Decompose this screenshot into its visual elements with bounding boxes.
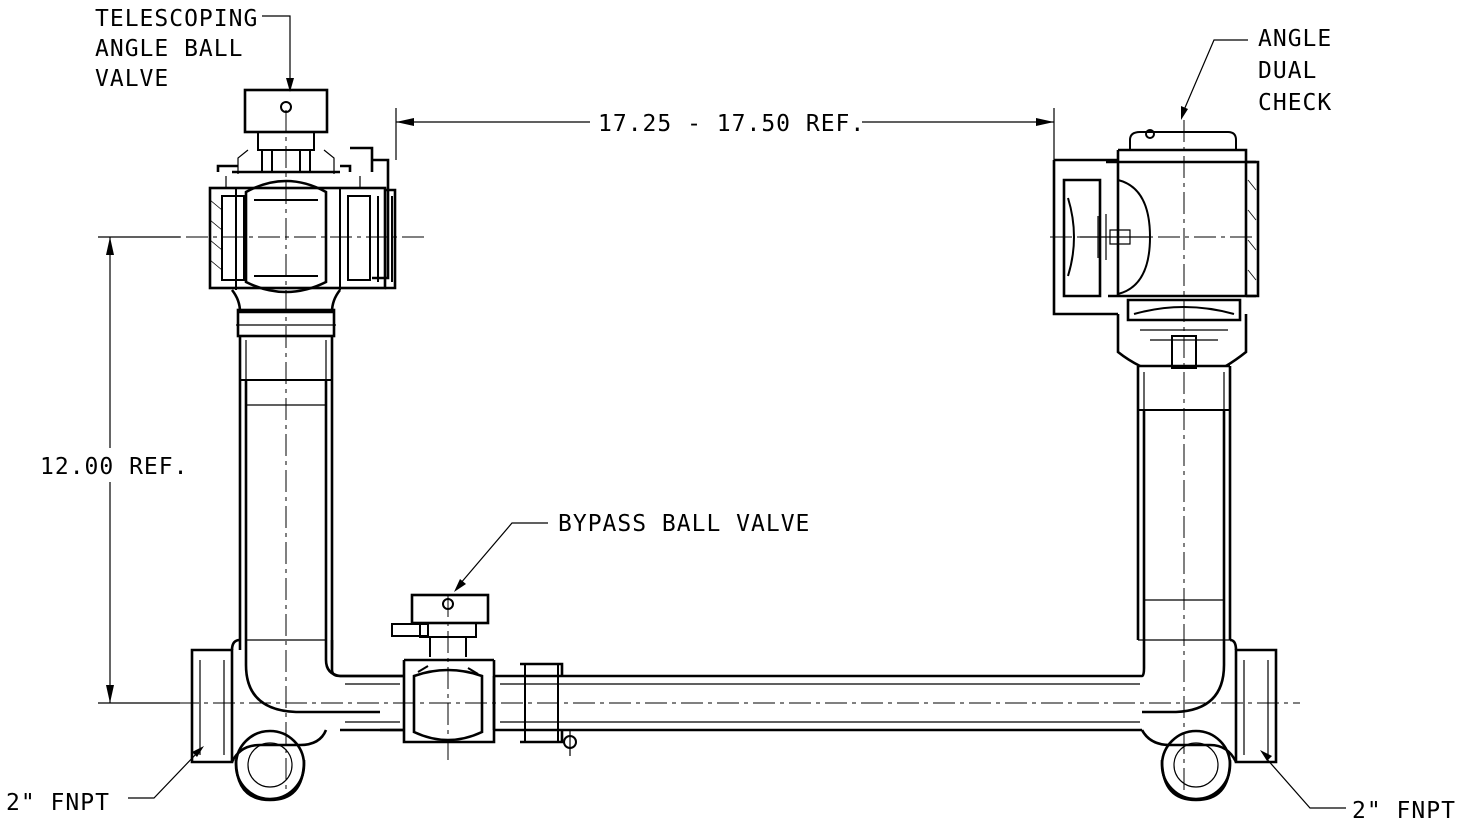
right-valve-hatch (1247, 179, 1257, 281)
left-elbow-tee (190, 638, 380, 802)
vertical-dimension-text: 12.00 REF. (40, 454, 188, 480)
bypass-callout: BYPASS BALL VALVE (558, 511, 810, 537)
center-lines (105, 110, 1300, 790)
telescoping-callout-line-2: ANGLE BALL (95, 36, 243, 62)
bypass-ball-valve (380, 593, 496, 744)
left-valve-hatch (209, 199, 223, 271)
telescoping-callout-line-3: VALVE (95, 66, 169, 92)
right-elbow-tee (1140, 638, 1278, 802)
angle-dual-check-valve (1052, 129, 1260, 369)
dual-check-callout-line-2: DUAL (1258, 58, 1317, 84)
callout-leaders (128, 15, 1346, 809)
telescoping-callout-line-1: TELESCOPING (95, 6, 258, 32)
outlet-fnpt-callout: 2" FNPT (1352, 798, 1456, 824)
horizontal-dimension (395, 108, 1055, 160)
dual-check-callout-line-1: ANGLE (1258, 26, 1332, 52)
bypass-pipe (340, 662, 1142, 756)
dual-check-callout-line-3: CHECK (1258, 90, 1332, 116)
right-riser-pipe (1136, 366, 1232, 641)
vertical-dimension (98, 236, 180, 704)
inlet-fnpt-callout: 2" FNPT (6, 790, 110, 816)
telescoping-angle-ball-valve (208, 88, 397, 338)
horizontal-dimension-text: 17.25 - 17.50 REF. (598, 111, 865, 137)
